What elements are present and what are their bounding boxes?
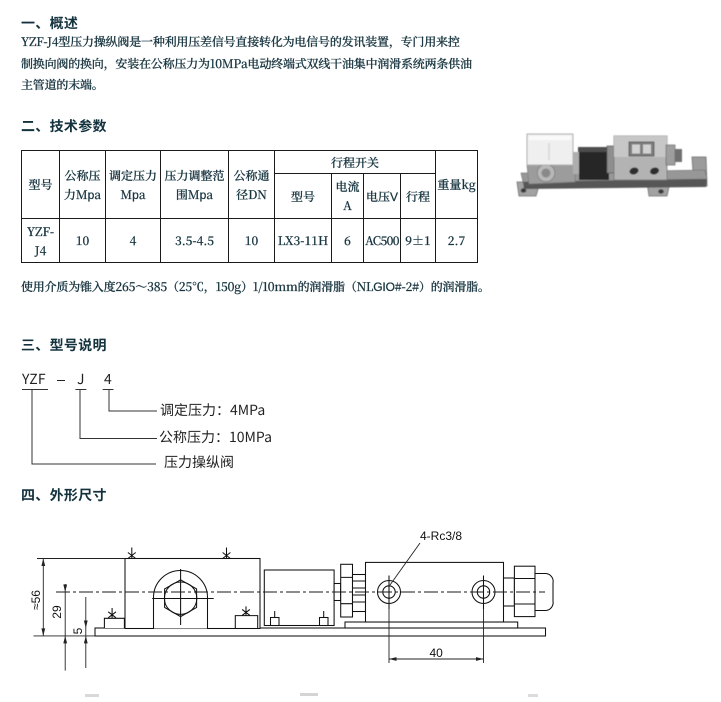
svg-text:4-Rc3/8: 4-Rc3/8 — [420, 529, 462, 543]
svg-text:29: 29 — [50, 605, 64, 619]
svg-text:5: 5 — [71, 627, 85, 634]
svg-text:≈56: ≈56 — [29, 590, 43, 610]
svg-text:40: 40 — [430, 646, 444, 660]
